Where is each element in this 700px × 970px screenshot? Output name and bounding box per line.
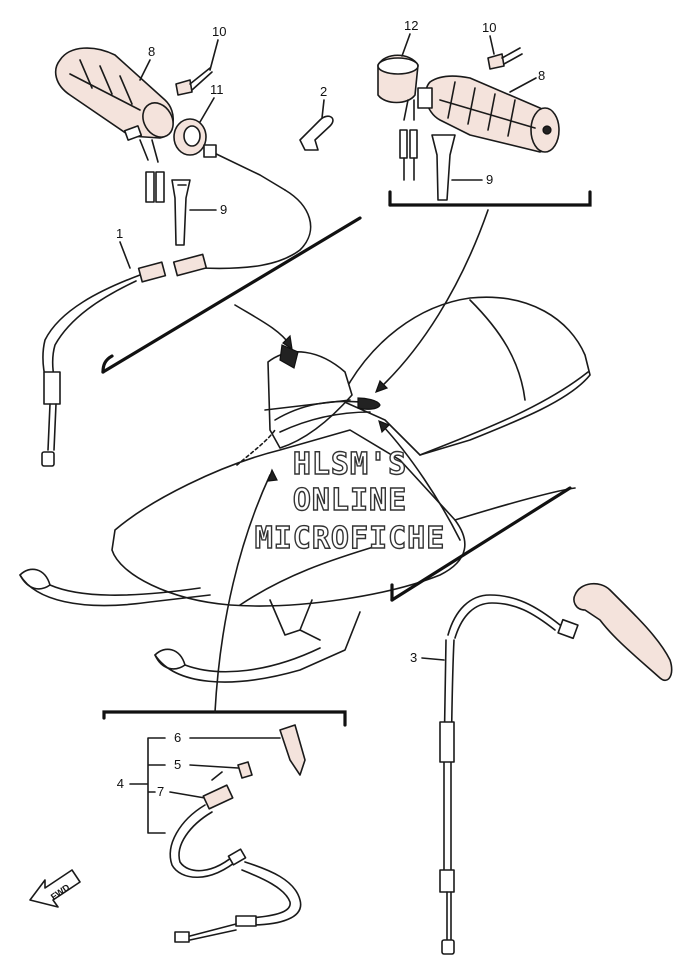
snowmobile-illustration (19, 296, 591, 683)
callout-11: 11 (210, 82, 224, 97)
callout-2: 2 (320, 84, 327, 99)
detail-callout-lines (101, 190, 592, 727)
callout-7: 7 (157, 784, 164, 799)
callout-9-left: 9 (220, 202, 227, 217)
right-grip-assembly (377, 47, 560, 201)
left-grip-assembly (41, 47, 334, 467)
callout-1: 1 (116, 226, 123, 241)
callout-3: 3 (410, 650, 417, 665)
watermark-line-3: MICROFICHE (255, 521, 446, 556)
callout-4: 4 (117, 776, 124, 791)
callout-10-left: 10 (212, 24, 226, 39)
callout-10-right: 10 (482, 20, 496, 35)
callout-9-right: 9 (486, 172, 493, 187)
callout-6: 6 (174, 730, 181, 745)
watermark: HLSM'S ONLINE MICROFICHE (254, 446, 446, 556)
callout-5: 5 (174, 757, 181, 772)
watermark-line-1: HLSM'S (293, 447, 407, 482)
watermark-line-2: ONLINE (293, 483, 407, 518)
forward-direction-arrow: FWD (29, 869, 81, 908)
callout-8-left: 8 (148, 44, 155, 59)
callout-labels: 8 10 11 2 9 1 12 10 8 9 3 6 5 7 4 (116, 18, 545, 799)
callout-12: 12 (404, 18, 418, 33)
cable-assembly-4 (129, 724, 306, 943)
cable-3-assembly (439, 582, 673, 955)
callout-8-right: 8 (538, 68, 545, 83)
